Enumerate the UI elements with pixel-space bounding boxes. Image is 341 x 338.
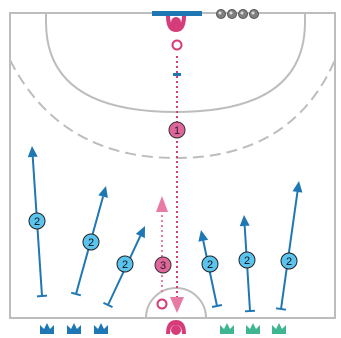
player-2-circle (28, 212, 46, 230)
player-1-circle (168, 121, 186, 139)
goalkeeper-head (171, 325, 181, 335)
player-2-runs (27, 146, 303, 313)
ball-stack (216, 9, 259, 19)
player-2-badge: 2 (280, 252, 298, 270)
crown-marker-icon (272, 323, 286, 334)
centre-circle (145, 287, 207, 319)
run-start-tick (103, 301, 113, 309)
crown-marker-icon (220, 323, 234, 334)
player-2-label: 2 (122, 259, 128, 271)
goalkeeper-icon (166, 16, 186, 32)
player-2-badge: 2 (116, 255, 134, 273)
run-start-tick (244, 309, 256, 313)
run-line (202, 240, 218, 307)
player-2-label: 2 (34, 216, 40, 228)
player-2-label: 2 (244, 255, 250, 267)
player-2-badges: 2 2 2 2 2 2 (28, 212, 298, 273)
arrowhead-icon (98, 186, 108, 198)
arrowhead-icon (135, 226, 145, 239)
player-1-badge: 1 (168, 121, 186, 139)
player-2-label: 2 (88, 237, 94, 249)
ball-highlight (218, 11, 222, 15)
player-2-badge: 2 (82, 233, 100, 251)
run-start-tick (275, 307, 287, 311)
player-2-circle (238, 251, 256, 269)
player-2-circle (82, 233, 100, 251)
team-markers (40, 323, 286, 334)
run-start-tick (211, 303, 223, 309)
goalkeeper-bottom (166, 320, 186, 335)
player-2-circle (201, 255, 219, 273)
arrowhead-icon (292, 181, 303, 193)
run-line (280, 191, 299, 310)
run-start-tick (36, 294, 48, 298)
cone-top (171, 39, 183, 51)
player-2-badge: 2 (201, 255, 219, 273)
ball-highlight (240, 11, 244, 15)
goalkeeper-icon (166, 320, 186, 334)
player-3-circle (154, 256, 172, 274)
player-2-badge: 2 (28, 212, 46, 230)
player-2-circle (280, 252, 298, 270)
crown-marker-icon (94, 323, 108, 334)
player-2-circle (116, 255, 134, 273)
player-2-label: 2 (286, 256, 292, 268)
player-3-badge: 3 (154, 256, 172, 274)
ball-highlight (251, 11, 255, 15)
run-start-tick (70, 291, 82, 297)
free-throw-line (9, 59, 336, 160)
player-2-label: 2 (207, 259, 213, 271)
crown-marker-icon (40, 323, 54, 334)
arrowhead-icon (239, 215, 250, 227)
player-3-label: 3 (160, 260, 166, 272)
crown-marker-icon (246, 323, 260, 334)
goal (152, 11, 202, 16)
cone-bottom (156, 298, 168, 310)
player-1-label: 1 (174, 125, 180, 137)
arrowhead-icon (27, 146, 38, 158)
crown-marker-icon (67, 323, 81, 334)
goalkeeper-head (171, 17, 181, 27)
player-2-badge: 2 (238, 251, 256, 269)
arrowhead-icon (198, 230, 209, 242)
marker-dash (173, 73, 181, 76)
arrowhead-down-icon (170, 297, 184, 313)
arrowhead-up-icon (156, 196, 168, 212)
goalkeeper-top (166, 16, 186, 32)
ball-highlight (229, 11, 233, 15)
